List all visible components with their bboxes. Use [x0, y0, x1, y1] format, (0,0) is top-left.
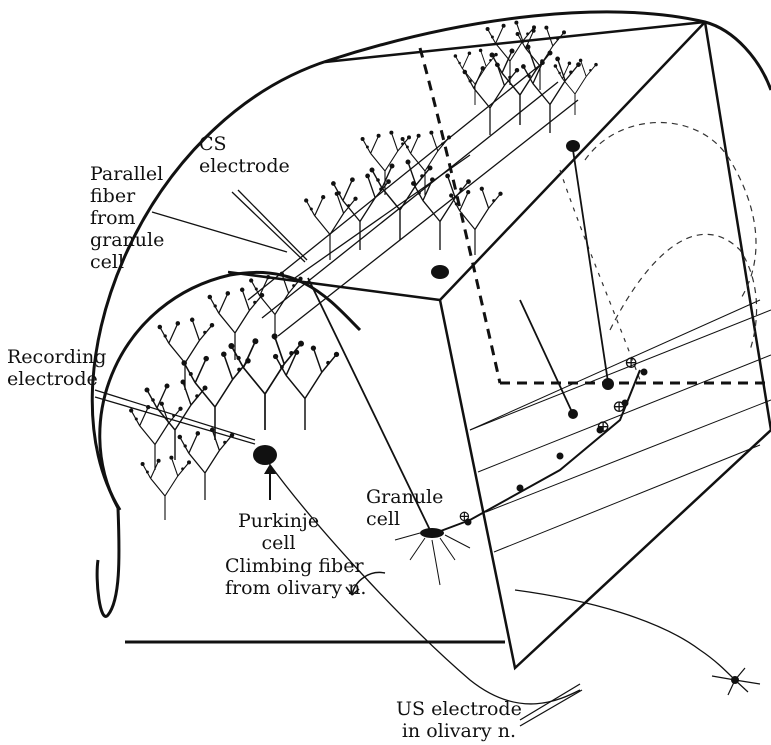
- granule-cell-label: Granule cell: [366, 486, 443, 530]
- purkinje-axon-2: [520, 300, 572, 412]
- purkinje-axon-3: [573, 150, 608, 382]
- dashed-outline-4: [610, 234, 757, 350]
- cs-electrode: [232, 190, 307, 262]
- parallel-fiber-label: Parallel fiber from granule cell: [90, 163, 164, 273]
- folium-inner-curve: [100, 272, 360, 508]
- synapse-plus-2: ⊕: [612, 396, 626, 418]
- climbing-fiber-label: Climbing fiber from olivary n.: [225, 555, 366, 599]
- purkinje-soma-middle: [431, 265, 449, 279]
- granule-varicosities: [465, 369, 648, 526]
- cs-electrode-label: CS electrode: [199, 133, 290, 177]
- purkinje-soma-front: [253, 445, 277, 465]
- parallel-fiber-pointer: [152, 212, 287, 252]
- olivary-axon: [515, 590, 735, 680]
- recording-electrode-label: Recording electrode: [7, 346, 106, 390]
- small-soma-1: [568, 409, 578, 419]
- slab-front-face: [440, 300, 771, 668]
- small-soma-2: [602, 378, 614, 390]
- us-electrode-label: US electrode in olivary n.: [396, 698, 522, 742]
- synapse-plus-1: ⊕: [624, 352, 638, 374]
- granule-dendrites: [395, 533, 470, 585]
- purkinje-cell-label: Purkinje cell: [238, 510, 319, 554]
- synapse-plus-3: ⊕: [596, 416, 610, 438]
- dashed-outline-5: [560, 170, 640, 380]
- dashed-outline-3: [585, 123, 756, 301]
- folium-tail: [97, 508, 119, 616]
- purkinje-soma-back: [566, 140, 580, 152]
- slab-face-fibers: [470, 300, 771, 552]
- slab-top-edge: [325, 22, 705, 62]
- slab-right-edge: [705, 22, 771, 430]
- synapse-plus-4: ⊕: [458, 505, 471, 527]
- us-electrode: [520, 684, 582, 726]
